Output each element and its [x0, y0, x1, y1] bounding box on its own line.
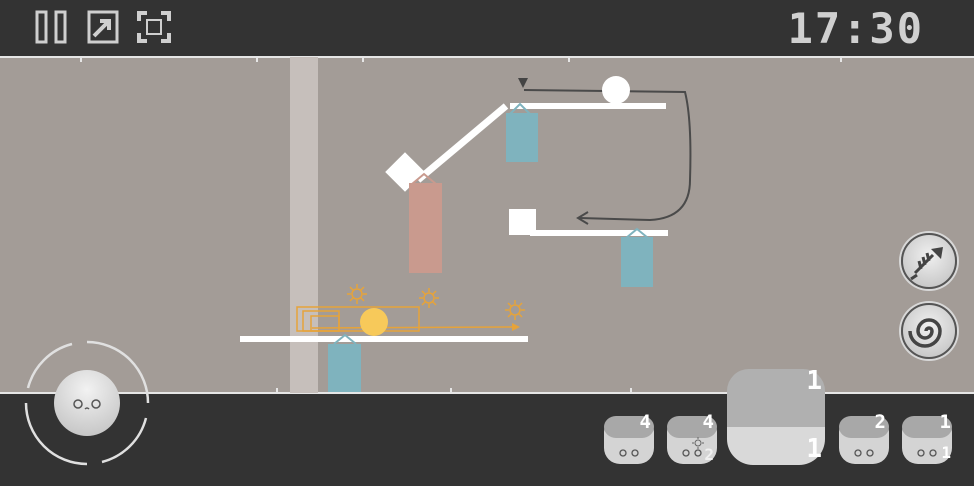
timer: 17:30 [787, 4, 924, 53]
edge-tick [568, 57, 570, 62]
character-sub-count: 1 [806, 434, 822, 464]
joystick-knob[interactable] [54, 370, 120, 436]
top-hud-bar [0, 0, 974, 57]
character-count: 2 [874, 411, 886, 433]
fullscreen-button[interactable] [136, 10, 172, 44]
playfield-bottom-edge [0, 392, 974, 394]
sun-icon [419, 288, 439, 308]
character-card-selected[interactable]: 1 1 [726, 366, 826, 466]
blob-character-large-icon [727, 369, 825, 465]
edge-tick [630, 388, 632, 393]
pause-button[interactable] [34, 10, 70, 44]
character-card-2[interactable]: 4 2 [666, 411, 718, 465]
guide-box [310, 315, 340, 332]
dash-ability-button[interactable] [901, 233, 957, 289]
ramp [415, 103, 509, 183]
restart-button[interactable] [86, 10, 122, 44]
character-count: 1 [806, 366, 822, 396]
blob-character-icon [604, 416, 654, 464]
edge-tick [840, 57, 842, 62]
hanger [411, 172, 437, 185]
edge-tick [276, 388, 278, 393]
hanger [625, 227, 649, 239]
trajectory-path [523, 89, 692, 222]
joystick-ring[interactable] [24, 340, 150, 466]
teal-block [328, 344, 361, 392]
sun-icon [505, 300, 525, 320]
salmon-block [409, 183, 442, 273]
vortex-ability-button[interactable] [901, 303, 957, 359]
sun-icon [347, 284, 367, 304]
hanger [509, 102, 531, 115]
guide-arrow [311, 326, 513, 329]
character-card-5[interactable]: 1 1 [901, 411, 953, 465]
restart-icon [87, 10, 119, 44]
character-count: 1 [939, 411, 951, 433]
fish-bone-dash-icon [910, 247, 943, 281]
fullscreen-icon [137, 11, 171, 43]
blob-character-icon [839, 416, 889, 464]
character-sub-count: 2 [704, 445, 714, 464]
spiral-vortex-icon [908, 318, 942, 348]
white-ball [602, 76, 630, 104]
edge-tick [80, 57, 82, 62]
pause-icon [35, 10, 67, 44]
character-card-1[interactable]: 4 [603, 411, 655, 465]
character-card-4[interactable]: 2 [838, 411, 890, 465]
character-sub-count: 1 [941, 443, 951, 462]
guide-box [296, 306, 420, 332]
hanger [333, 333, 357, 345]
yellow-ball [360, 308, 388, 336]
teal-block [621, 237, 653, 287]
edge-tick [256, 57, 258, 62]
playfield-top-edge [0, 56, 974, 58]
path-arrowhead [576, 211, 589, 225]
sun-icon [692, 437, 704, 449]
teal-block [506, 113, 538, 162]
blob-character-icon [902, 416, 952, 464]
edge-tick [362, 57, 364, 62]
start-marker [518, 78, 528, 88]
character-count: 4 [639, 411, 651, 433]
character-count: 4 [702, 411, 714, 433]
face-icon [73, 399, 101, 410]
edge-tick [450, 388, 452, 393]
guide-arrowhead [512, 323, 520, 331]
blob-character-icon [667, 416, 717, 464]
